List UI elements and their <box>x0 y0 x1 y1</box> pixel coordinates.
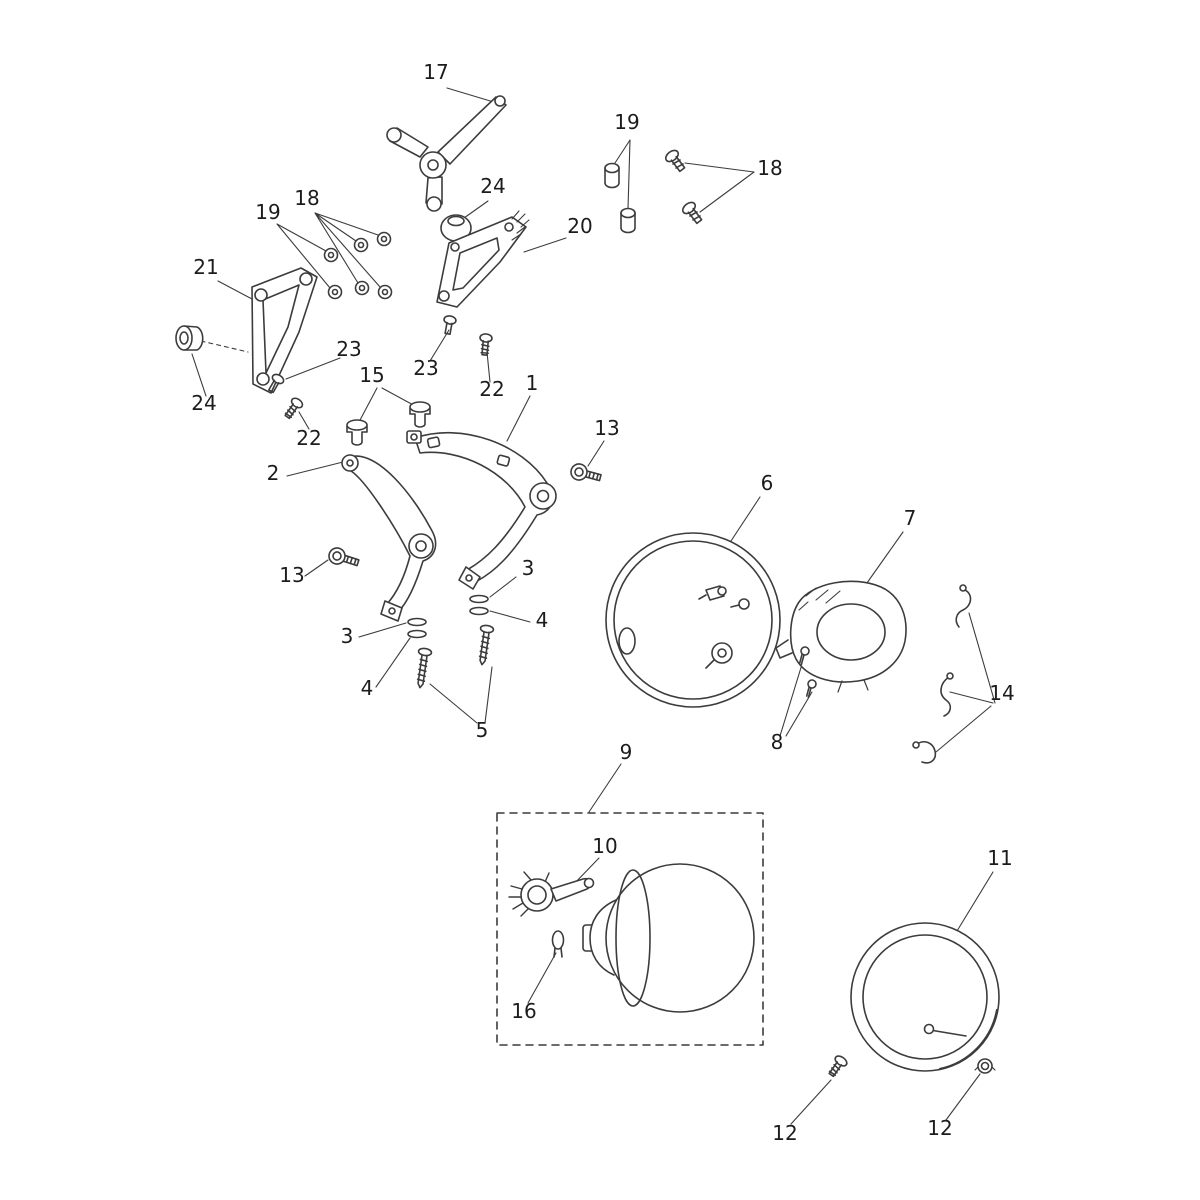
leader-3-left <box>358 622 407 638</box>
part-8-screws <box>798 646 817 699</box>
label-24-top: 24 <box>480 174 505 198</box>
part-3-4-washers <box>407 594 489 639</box>
part-6-headlight-bowl <box>605 532 781 708</box>
label-19-left: 19 <box>255 200 280 224</box>
leader-7 <box>861 531 904 591</box>
part-19-18-washers <box>323 231 393 300</box>
part-23-screws <box>268 315 457 394</box>
part-22-screws <box>284 333 493 420</box>
label-21: 21 <box>193 255 218 279</box>
part-1-headlight-bracket-upper <box>406 430 557 590</box>
bowl-socket <box>711 642 733 664</box>
part-19-spacers <box>604 162 636 234</box>
part-12-fasteners <box>828 1055 996 1078</box>
label-9: 9 <box>620 740 633 764</box>
leader-18-left <box>314 212 381 288</box>
label-22-right: 22 <box>479 377 504 401</box>
leader-16 <box>527 952 557 1004</box>
leader-24-top <box>463 200 489 219</box>
part-11-headlight-rim <box>850 922 1000 1072</box>
leader-3-right <box>489 576 517 598</box>
label-13-right: 13 <box>594 416 619 440</box>
leader-24-left-dashed <box>200 340 249 353</box>
part-17-top-bracket <box>386 95 507 212</box>
part-labels: 17 19 18 24 20 19 18 21 23 23 22 15 1 24… <box>191 60 1014 1145</box>
leader-21 <box>217 280 253 300</box>
leader-6 <box>726 496 761 548</box>
leader-12-right <box>945 1073 981 1121</box>
part-24-grommet-left <box>175 325 204 351</box>
label-12-left: 12 <box>772 1121 797 1145</box>
leader-23-right <box>429 329 450 362</box>
label-18-right: 18 <box>757 156 782 180</box>
part-13-bolts <box>328 463 602 567</box>
leader-19-right <box>612 139 631 210</box>
label-19-right: 19 <box>614 110 639 134</box>
leader-11 <box>956 871 994 932</box>
label-6: 6 <box>761 471 774 495</box>
label-2: 2 <box>267 461 280 485</box>
leader-4-right <box>489 610 531 623</box>
label-3-right: 3 <box>522 556 535 580</box>
leader-19-left <box>276 223 331 289</box>
label-1: 1 <box>526 371 539 395</box>
leader-20 <box>523 237 567 253</box>
part-15-rubber-mounts <box>346 401 431 446</box>
label-23-right: 23 <box>413 356 438 380</box>
leader-2 <box>286 460 348 477</box>
leader-5 <box>429 666 493 724</box>
leader-15 <box>358 387 418 423</box>
leader-23-left <box>285 357 341 380</box>
leader-17 <box>446 87 498 104</box>
label-17: 17 <box>423 60 448 84</box>
leader-9 <box>588 763 622 813</box>
part-5-screws <box>416 624 495 689</box>
leader-24-left <box>191 353 207 397</box>
diagram-art <box>175 87 1000 1125</box>
label-13-left: 13 <box>279 563 304 587</box>
label-11: 11 <box>987 846 1012 870</box>
headlight-lens-unit <box>582 863 755 1013</box>
leader-18-right <box>684 162 755 213</box>
part-2-headlight-bracket-lower <box>341 454 437 622</box>
part-16-pilot-bulb <box>551 930 565 958</box>
leader-13-left <box>304 559 329 577</box>
label-14: 14 <box>989 681 1014 705</box>
label-24-left: 24 <box>191 391 216 415</box>
leader-4-left <box>375 637 411 688</box>
leader-12-left <box>790 1079 832 1125</box>
label-15: 15 <box>359 363 384 387</box>
leader-22-left <box>298 411 310 430</box>
part-14-wiring-clips <box>912 584 972 764</box>
part-9-headlight-unit-box <box>496 812 764 1046</box>
label-3-left: 3 <box>341 624 354 648</box>
leader-14 <box>935 612 996 753</box>
leader-1 <box>506 395 531 442</box>
part-24-grommet-top <box>440 214 472 242</box>
label-18-left: 18 <box>294 186 319 210</box>
part-20-bracket-right <box>436 210 530 308</box>
label-20: 20 <box>567 214 592 238</box>
part-21-bracket-left <box>251 267 318 394</box>
leader-22-right <box>486 351 491 383</box>
label-23-left: 23 <box>336 337 361 361</box>
label-16: 16 <box>511 999 536 1023</box>
bowl-adjuster-mid <box>738 598 750 610</box>
label-12-right: 12 <box>927 1116 952 1140</box>
label-8: 8 <box>771 730 784 754</box>
leader-8 <box>779 660 813 737</box>
leader-13-right <box>587 440 605 467</box>
label-22-left: 22 <box>296 426 321 450</box>
part-7-headlight-cover <box>775 580 907 693</box>
label-5: 5 <box>476 718 489 742</box>
label-4-left: 4 <box>361 676 374 700</box>
part-18-screws <box>664 149 703 225</box>
label-7: 7 <box>904 506 917 530</box>
label-4-right: 4 <box>536 608 549 632</box>
part-10-bulb <box>508 871 595 917</box>
label-10: 10 <box>592 834 617 858</box>
